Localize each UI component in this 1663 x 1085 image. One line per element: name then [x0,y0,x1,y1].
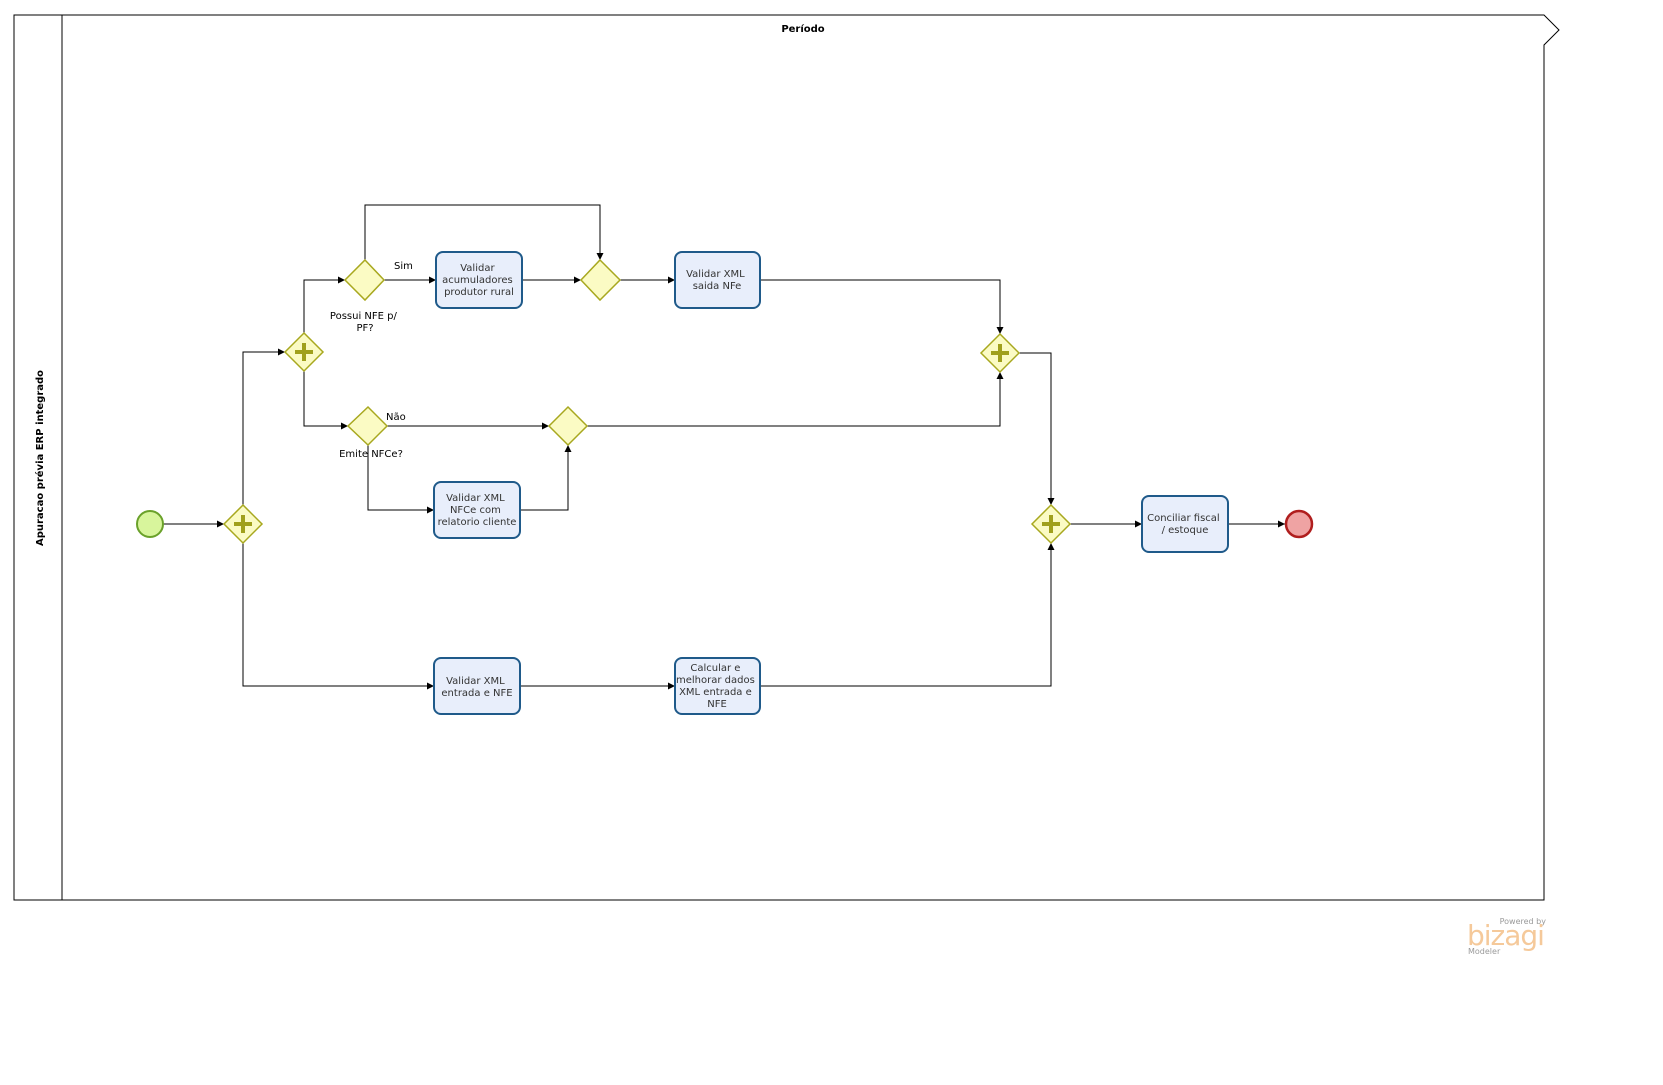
exclusive-gateway-merge-lower[interactable] [547,405,589,447]
flow-saida-to-join[interactable] [760,279,1004,334]
end-event[interactable] [1284,509,1314,539]
start-event[interactable] [136,510,164,538]
plus-icon [295,343,313,361]
flow-label-sim: Sim [394,261,413,272]
task-validar-xml-saida[interactable]: Validar XML saida NFe [674,251,761,309]
svg-text:Validar XML saida NFe: Validar XML saida NFe [686,269,748,292]
flow-upper-split-to-nfce[interactable] [303,371,348,430]
flow-nfce-task-to-merge[interactable] [520,445,572,511]
plus-icon [1042,515,1060,533]
flow-split-to-upper-split[interactable] [242,348,285,505]
gateway-label-nfe-pf: Possui NFE p/ PF? [330,311,400,334]
lane-title: Período [781,23,824,35]
pool-title: Apuracao prévia ERP integrado [34,370,46,546]
task-calcular-melhorar-dados[interactable]: Calcular e melhorar dados XML entrada e … [674,657,761,715]
sequence-flows [163,204,1285,690]
flow-calc-to-final-join[interactable] [760,543,1055,687]
parallel-gateway-final-join[interactable] [1030,503,1072,545]
parallel-gateway-upper-join[interactable] [979,332,1021,374]
flow-label-nao: Não [386,412,406,423]
pool: Apuracao prévia ERP integrado Período [13,14,1560,901]
flow-split-to-entrada[interactable] [242,543,434,690]
bizagi-logo: bizagi [1467,919,1544,952]
bizagi-watermark: Powered by bizagi Modeler [1467,917,1546,956]
gateway-label-nfce: Emite NFCe? [339,449,403,460]
plus-icon [234,515,252,533]
plus-icon [991,344,1009,362]
svg-text:Calcular e melhorar dado: Calcular e melhorar dados XML entrada e … [676,663,758,710]
exclusive-gateway-nfe-pf[interactable] [343,258,386,302]
flow-merge2-to-join[interactable] [587,372,1004,427]
svg-text:Conciliar fiscal / estoq: Conciliar fiscal / estoque [1147,513,1223,536]
task-validar-acumuladores[interactable]: Validar acumuladores produtor rural [435,251,523,309]
svg-text:Validar XML entrada e NF: Validar XML entrada e NFE [441,676,512,699]
watermark-modeler: Modeler [1468,947,1501,956]
flow-nfce-to-task[interactable] [367,445,434,514]
task-validar-xml-nfce[interactable]: Validar XML NFCe com relatorio cliente [433,481,521,539]
svg-text:Validar acumuladores: Validar acumuladores produtor rural [442,263,516,298]
watermark-powered-by: Powered by [1500,917,1547,926]
task-validar-xml-entrada[interactable]: Validar XML entrada e NFE [433,657,521,715]
task-conciliar-fiscal-estoque[interactable]: Conciliar fiscal / estoque [1141,495,1229,553]
exclusive-gateway-nfce[interactable] [346,405,389,447]
flow-join-to-final-join[interactable] [1019,352,1055,505]
parallel-gateway-split[interactable] [222,503,264,545]
exclusive-gateway-merge-upper[interactable] [579,258,622,302]
svg-text:Validar XML NFCe com: Validar XML NFCe com relatorio cliente [438,493,517,528]
flow-nfe-pf-bypass[interactable] [364,204,604,260]
parallel-gateway-upper-split[interactable] [283,331,325,373]
pool-border [13,14,1560,901]
flow-upper-split-to-nfe-pf[interactable] [303,276,345,333]
